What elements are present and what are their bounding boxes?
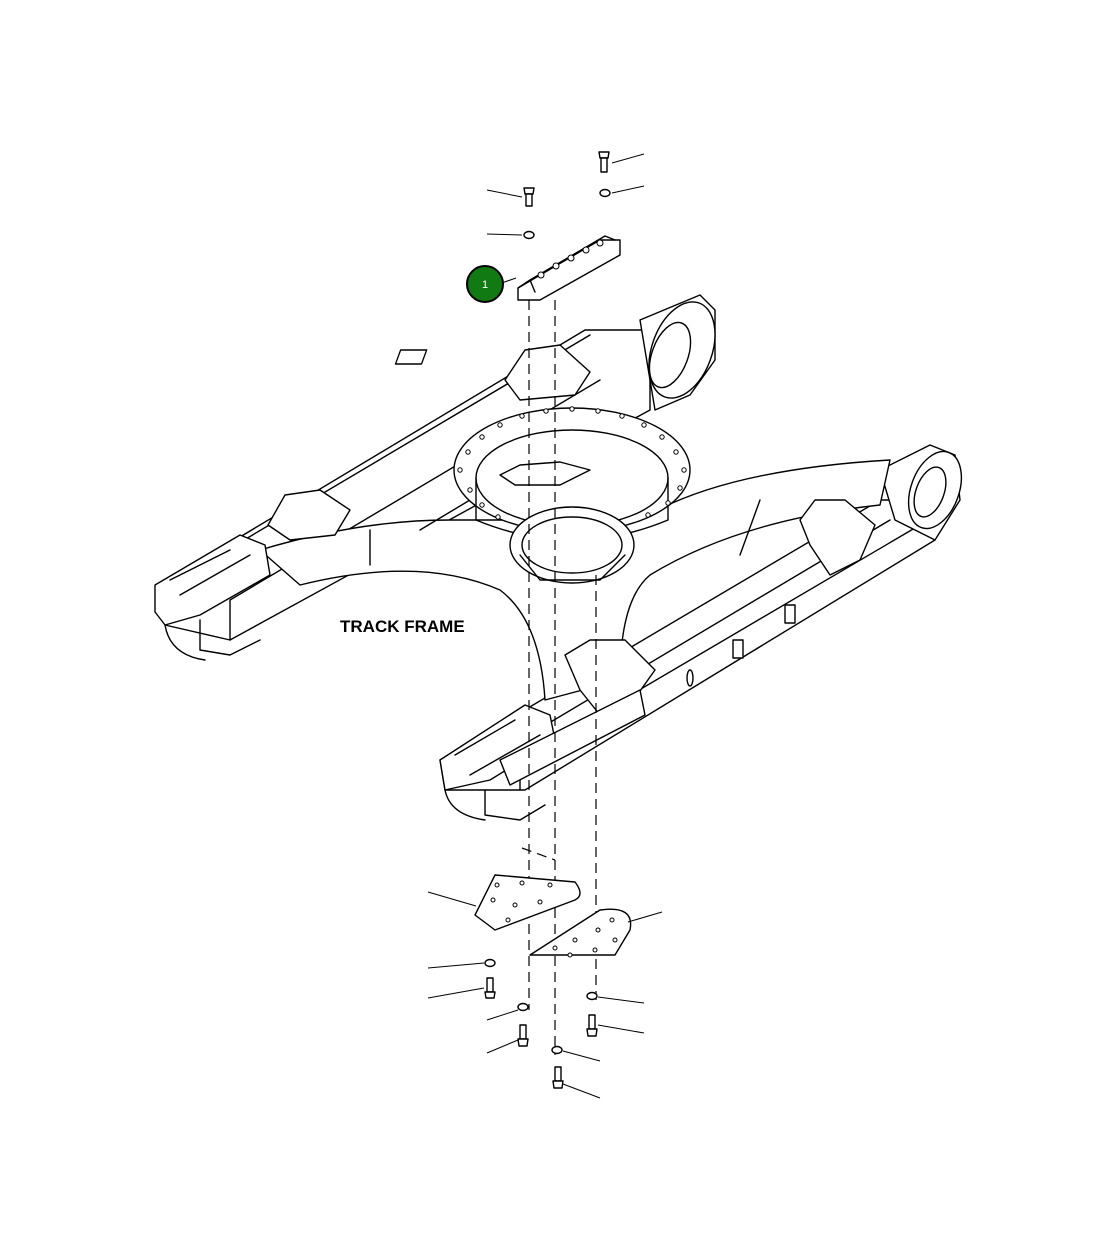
bottom-hardware xyxy=(427,874,663,1099)
bearing-bolt-holes xyxy=(457,406,687,520)
diagram-title: TRACK FRAME xyxy=(340,617,465,636)
callout-1-label: 1 xyxy=(482,279,488,291)
callout-1-marker[interactable] xyxy=(466,265,504,303)
track-frame-body xyxy=(154,294,963,821)
callout-1[interactable]: 1 xyxy=(466,265,504,303)
top-hardware xyxy=(486,151,645,301)
